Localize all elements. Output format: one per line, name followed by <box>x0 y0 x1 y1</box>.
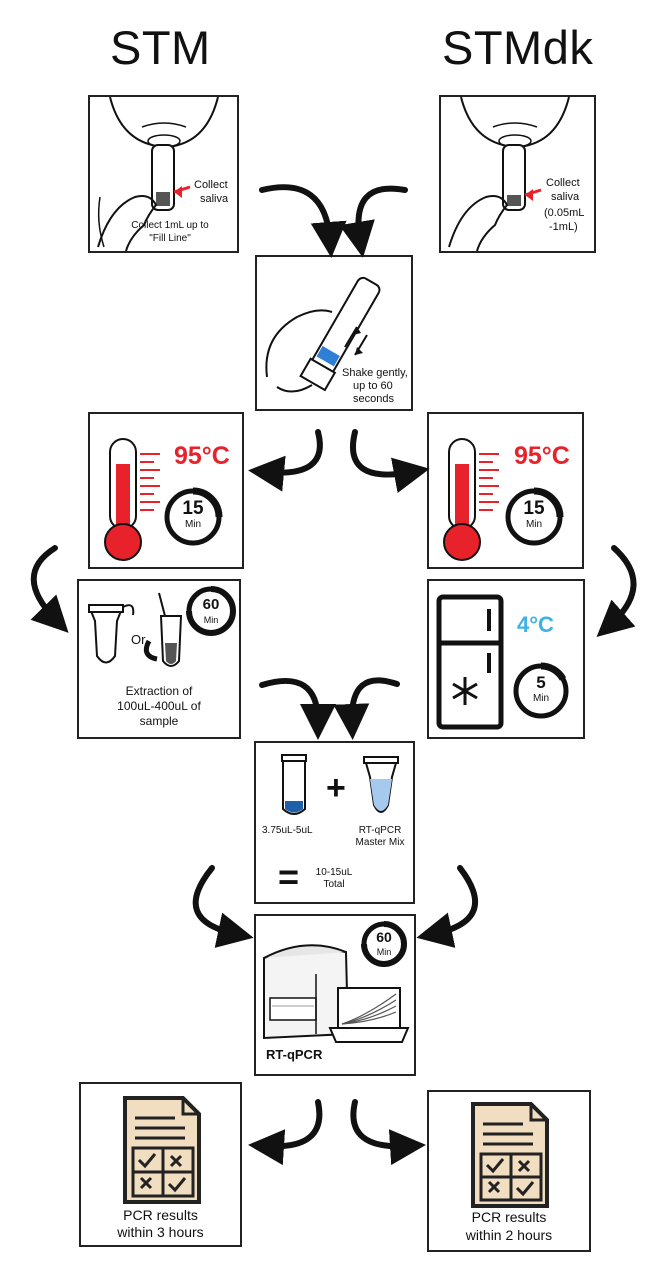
heat-right-timer-unit: Min <box>525 519 543 530</box>
extraction-timer-value: 60 <box>202 596 220 613</box>
rtqpcr-panel: 60 Min RT-qPCR <box>254 914 416 1076</box>
thermometer-icon-right <box>443 438 499 561</box>
results-left-line2: within 3 hours <box>117 1224 204 1240</box>
arrow-collect-left-to-shake <box>259 184 347 258</box>
heat-left-temp: 95°C <box>174 442 230 470</box>
heat-left-panel: 95°C 15 Min <box>88 412 244 569</box>
results-right-panel: PCR results within 2 hours <box>427 1090 591 1252</box>
collect-right-label-line2: saliva <box>551 191 580 203</box>
collect-right-label-line1: Collect <box>546 177 580 189</box>
mix-total-line1: 10-15uL <box>315 867 353 878</box>
timer-15-icon-left <box>164 487 223 546</box>
shake-line3: seconds <box>353 393 394 405</box>
results-right-line1: PCR results <box>471 1209 547 1225</box>
timer-60-icon-rtqpcr <box>361 921 407 967</box>
arrow-extraction-to-mix <box>259 678 336 740</box>
shake-line1: Shake gently, <box>342 367 408 379</box>
arrow-heat-right-to-fridge <box>596 545 637 637</box>
heat-left-timer-unit: Min <box>184 519 202 530</box>
collect-note-line1: Collect 1mL up to <box>131 220 209 231</box>
fridge-temp: 4°C <box>517 612 554 637</box>
arrow-shake-to-heat-left <box>248 429 323 492</box>
extraction-or-label: Or <box>131 632 146 647</box>
rtqpcr-machine-illustration <box>263 944 410 1043</box>
arrow-collect-right-to-shake <box>339 185 408 258</box>
collect-right-label-line4: -1mL) <box>549 221 578 233</box>
mix-sample-volume: 3.75uL-5uL <box>262 825 313 836</box>
collect-right-label-line3: (0.05mL <box>544 207 585 219</box>
extraction-timer-unit: Min <box>203 615 219 625</box>
shake-tube-illustration <box>265 276 381 393</box>
results-left-line1: PCR results <box>123 1207 198 1223</box>
report-checklist-icon-right <box>471 1102 549 1208</box>
collect-label-line1: Collect <box>194 179 228 191</box>
fridge-timer-value: 5 <box>536 673 546 692</box>
stm-title: STM <box>110 21 211 74</box>
shake-panel: Shake gently, up to 60 seconds <box>255 255 413 411</box>
stmdk-title: STMdk <box>442 21 594 74</box>
mix-plus-sign: + <box>326 769 346 807</box>
arrow-rtqpcr-to-results-right <box>350 1099 426 1166</box>
saliva-collection-illustration-left <box>97 97 219 251</box>
mix-equals-sign: = <box>278 856 300 897</box>
heat-right-timer-value: 15 <box>523 498 545 519</box>
heat-right-temp: 95°C <box>514 442 570 470</box>
collect-note-line2: "Fill Line" <box>149 233 191 244</box>
fridge-timer-unit: Min <box>532 693 550 704</box>
mix-tubes-illustration <box>281 754 399 815</box>
mix-master-line2: Master Mix <box>355 837 405 848</box>
extraction-panel: Or 60 Min Extraction of 100uL-400uL of s… <box>77 579 241 739</box>
snowflake-icon <box>452 677 478 705</box>
saliva-collection-illustration-right <box>448 97 570 251</box>
arrow-shake-to-heat-right <box>350 429 430 493</box>
timer-5-icon <box>513 662 569 719</box>
arrow-fridge-to-mix <box>333 677 400 740</box>
collect-saliva-right-panel: Collect saliva (0.05mL -1mL) <box>439 95 596 253</box>
rtqpcr-timer-value: 60 <box>376 929 392 945</box>
timer-15-icon-right <box>505 487 564 546</box>
arrow-rtqpcr-to-results-left <box>248 1099 323 1166</box>
results-right-line2: within 2 hours <box>465 1227 553 1243</box>
mix-master-line1: RT-qPCR <box>358 825 402 836</box>
fridge-icon <box>436 594 504 730</box>
arrow-right-to-rtqpcr <box>416 865 479 948</box>
fridge-panel: 4°C 5 Min <box>427 579 585 739</box>
arrow-left-to-rtqpcr <box>192 865 254 948</box>
mix-panel: + 3.75uL-5uL RT-qPCR Master Mix = 10-15u… <box>254 741 415 904</box>
arrow-heat-left-to-extraction <box>30 545 69 633</box>
results-left-panel: PCR results within 3 hours <box>79 1082 242 1247</box>
collect-saliva-left-panel: Collect saliva Collect 1mL up to "Fill L… <box>88 95 239 253</box>
extraction-line2: 100uL-400uL of <box>117 699 201 713</box>
shake-line2: up to 60 <box>353 380 393 392</box>
heat-left-timer-value: 15 <box>182 498 204 519</box>
extraction-line1: Extraction of <box>125 684 193 698</box>
rtqpcr-timer-unit: Min <box>376 947 392 957</box>
report-checklist-icon-left <box>123 1096 201 1204</box>
mix-total-line2: Total <box>323 879 345 890</box>
heat-right-panel: 95°C 15 Min <box>427 412 584 569</box>
timer-60-icon <box>186 586 236 636</box>
thermometer-icon <box>104 438 160 561</box>
rtqpcr-label: RT-qPCR <box>266 1047 323 1062</box>
collect-label-line2: saliva <box>200 193 229 205</box>
extraction-tubes-illustration <box>88 592 183 667</box>
extraction-line3: sample <box>139 714 179 728</box>
